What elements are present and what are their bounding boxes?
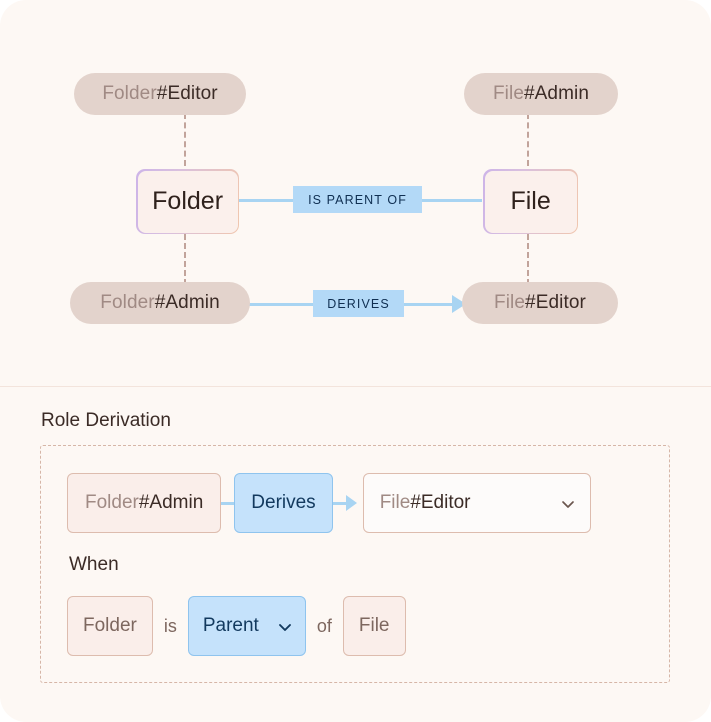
- role-pill-relation: #Editor: [156, 83, 218, 104]
- connector-line: [221, 501, 235, 505]
- target-role-relation: #Editor: [410, 492, 471, 513]
- role-pill-folder-admin[interactable]: Folder#Admin: [70, 282, 250, 324]
- chevron-down-icon: [277, 619, 291, 633]
- entity-node-file[interactable]: File: [483, 169, 579, 235]
- role-pill-resource: Folder: [100, 292, 155, 313]
- role-derivation-form: Role Derivation Folder#Admin Derives Fil…: [0, 387, 711, 722]
- condition-relation-value: Parent: [202, 615, 259, 636]
- role-pill-file-admin[interactable]: File#Admin: [464, 73, 618, 115]
- connector-line: [332, 501, 346, 505]
- chevron-down-icon: [560, 496, 574, 510]
- entity-node-label: File: [484, 170, 577, 233]
- edge-line-admin-to-derives: [249, 303, 315, 306]
- source-role-relation: #Admin: [138, 492, 204, 513]
- source-role-field[interactable]: Folder#Admin: [67, 473, 222, 533]
- target-role-value: File#Editor: [380, 492, 471, 514]
- condition-subject-field[interactable]: Folder: [67, 596, 153, 656]
- role-pill-folder-editor[interactable]: Folder#Editor: [74, 73, 246, 115]
- section-divider: [0, 386, 711, 387]
- form-title: Role Derivation: [41, 410, 171, 431]
- role-pill-resource: Folder: [102, 83, 157, 104]
- entity-node-label: Folder: [137, 170, 238, 233]
- edge-line-label-to-file: [420, 199, 482, 202]
- role-pill-file-editor[interactable]: File#Editor: [462, 282, 618, 324]
- condition-relation-dropdown[interactable]: Parent: [187, 596, 306, 656]
- role-pill-relation: #Admin: [154, 292, 220, 313]
- condition-preposition-label: of: [316, 615, 332, 636]
- when-label: When: [69, 554, 119, 575]
- condition-verb-label: is: [163, 615, 177, 636]
- role-pill-resource: File: [494, 292, 526, 313]
- relationship-graph: Folder#Editor File#Admin Folder#Admin Fi…: [70, 73, 618, 324]
- edge-line-derives-to-editor: [402, 303, 454, 306]
- connector-with-arrow: [332, 495, 357, 511]
- condition-object-field[interactable]: File: [342, 596, 406, 656]
- target-role-resource: File: [379, 492, 411, 513]
- derivation-row: Folder#Admin Derives File#Editor: [67, 473, 591, 533]
- derives-operator-chip[interactable]: Derives: [234, 473, 333, 533]
- role-pill-resource: File: [492, 83, 524, 104]
- edge-label-is-parent-of[interactable]: IS PARENT OF: [293, 186, 422, 213]
- rule-container: Folder#Admin Derives File#Editor: [40, 445, 670, 683]
- edge-line-folder-to-label: [237, 199, 295, 202]
- arrowhead-icon: [345, 495, 357, 511]
- dashed-connector-folder-admin: [184, 234, 186, 285]
- role-pill-relation: #Admin: [523, 83, 590, 104]
- role-pill-relation: #Editor: [525, 292, 586, 313]
- condition-row: Folder is Parent of File: [67, 596, 406, 656]
- source-role-resource: Folder: [85, 492, 139, 513]
- dashed-connector-file-editor: [527, 234, 529, 285]
- edge-label-derives[interactable]: DERIVES: [313, 290, 404, 317]
- dashed-connector-folder-editor: [184, 113, 186, 166]
- target-role-dropdown[interactable]: File#Editor: [362, 473, 591, 533]
- entity-node-folder[interactable]: Folder: [136, 169, 240, 235]
- dashed-connector-file-admin: [527, 113, 529, 166]
